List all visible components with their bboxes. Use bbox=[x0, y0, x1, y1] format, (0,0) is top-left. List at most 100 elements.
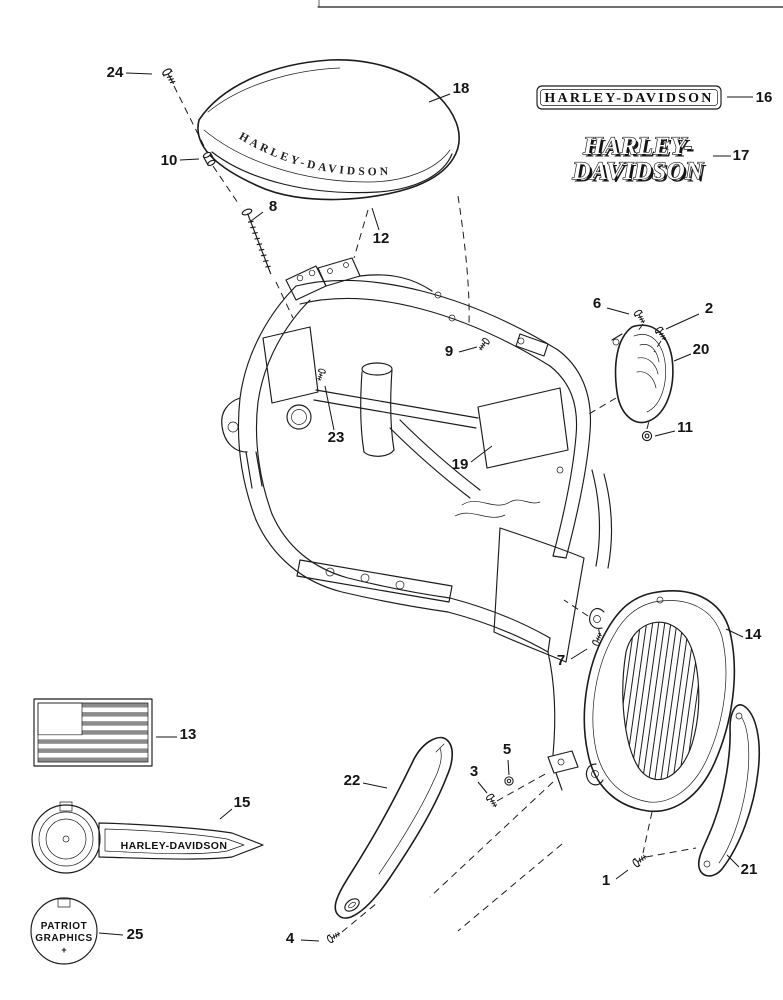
callout-number: 9 bbox=[445, 343, 453, 360]
decal-patriot-graphics: PATRIOT GRAPHICS + bbox=[30, 897, 98, 965]
decal-key-logo: HARLEY-DAVIDSON bbox=[31, 801, 264, 874]
callout-13: 13 bbox=[156, 726, 196, 743]
callout-number: 13 bbox=[180, 726, 197, 743]
leader-line bbox=[673, 353, 692, 362]
callout-number: 20 bbox=[693, 341, 710, 358]
callout-17: 17 bbox=[713, 147, 749, 164]
callout-4: 4 bbox=[286, 930, 320, 947]
callouts: 24 10 8 18 12 16 17 9 bbox=[98, 64, 772, 947]
callout-23: 23 bbox=[324, 385, 345, 446]
leader-line bbox=[98, 932, 124, 936]
callout-number: 15 bbox=[234, 794, 251, 811]
page-border bbox=[317, 0, 783, 8]
leader-line bbox=[362, 782, 388, 789]
callout-number: 16 bbox=[756, 89, 773, 106]
callout-number: 14 bbox=[745, 626, 762, 643]
part-front-bracket bbox=[334, 736, 454, 919]
part-side-cover-large bbox=[583, 590, 736, 813]
callout-number: 17 bbox=[733, 147, 750, 164]
screw-icon-3 bbox=[485, 792, 500, 810]
callout-2: 2 bbox=[665, 300, 713, 330]
key-decal-text: HARLEY-DAVIDSON bbox=[121, 840, 228, 852]
callout-number: 3 bbox=[470, 763, 478, 780]
callout-number: 5 bbox=[503, 741, 511, 758]
assembly-dash-lines bbox=[173, 85, 697, 933]
leader-line bbox=[219, 808, 233, 820]
decal-stacked-logo: HARLEY- HARLEY- DAVIDSON DAVIDSON bbox=[571, 132, 707, 188]
callout-number: 6 bbox=[593, 295, 601, 312]
leader-line bbox=[125, 72, 153, 75]
badge-text: HARLEY-DAVIDSON bbox=[544, 91, 713, 106]
callout-3: 3 bbox=[470, 763, 488, 794]
leader-line bbox=[654, 430, 676, 437]
leader-line bbox=[570, 648, 588, 660]
part-side-cover-small bbox=[611, 324, 674, 424]
leader-line bbox=[615, 869, 629, 880]
callout-number: 1 bbox=[602, 872, 610, 889]
callout-number: 25 bbox=[127, 926, 144, 943]
patriot-line2: GRAPHICS bbox=[35, 933, 93, 944]
callout-number: 24 bbox=[107, 64, 124, 81]
callout-number: 22 bbox=[344, 772, 361, 789]
callout-25: 25 bbox=[98, 926, 144, 943]
callout-9: 9 bbox=[445, 343, 478, 360]
part-tank-console: HARLEY-DAVIDSON bbox=[197, 59, 460, 201]
leader-line bbox=[458, 346, 478, 353]
callout-8: 8 bbox=[250, 198, 277, 222]
callout-6: 6 bbox=[593, 295, 630, 315]
screw-icon-4 bbox=[325, 929, 343, 944]
leader-line bbox=[470, 445, 493, 463]
leader-line bbox=[726, 854, 740, 868]
bolt-icon-9 bbox=[476, 336, 491, 353]
decal-nameplate-badge: HARLEY-DAVIDSON bbox=[536, 85, 722, 110]
callout-number: 7 bbox=[557, 652, 565, 669]
callout-number: 4 bbox=[286, 930, 295, 947]
callout-16: 16 bbox=[727, 89, 772, 106]
screw-icon-1 bbox=[631, 852, 649, 869]
callout-number: 18 bbox=[453, 80, 470, 97]
leader-line bbox=[665, 313, 700, 330]
leader-line bbox=[250, 211, 264, 222]
tank-lettering: HARLEY-DAVIDSON bbox=[237, 130, 392, 178]
leader-line bbox=[428, 93, 451, 103]
callout-14: 14 bbox=[725, 626, 762, 643]
leader-line bbox=[179, 158, 200, 161]
callout-21: 21 bbox=[726, 854, 757, 878]
part-trim-strip bbox=[697, 704, 761, 877]
callout-7: 7 bbox=[557, 648, 588, 669]
callout-number: 12 bbox=[373, 230, 390, 247]
callout-19: 19 bbox=[452, 445, 493, 473]
leader-line bbox=[300, 939, 320, 942]
callout-22: 22 bbox=[344, 772, 388, 789]
callout-24: 24 bbox=[107, 64, 153, 81]
patriot-line1: PATRIOT bbox=[41, 921, 88, 932]
callout-number: 8 bbox=[269, 198, 277, 215]
callout-20: 20 bbox=[673, 341, 710, 362]
leader-line bbox=[371, 207, 380, 231]
leader-line bbox=[725, 628, 744, 638]
callout-18: 18 bbox=[428, 80, 470, 103]
screw-icon-24 bbox=[161, 67, 178, 87]
leader-line bbox=[507, 759, 510, 776]
stud-icon-23 bbox=[315, 367, 327, 382]
screw-icon-6 bbox=[633, 308, 648, 326]
callout-number: 2 bbox=[705, 300, 713, 317]
part-frame bbox=[221, 257, 613, 791]
leader-line bbox=[477, 781, 488, 794]
patriot-plus: + bbox=[61, 945, 66, 955]
leader-line bbox=[324, 385, 335, 431]
logo-line2: DAVIDSON bbox=[571, 158, 704, 185]
logo-line2-shadow: DAVIDSON bbox=[574, 161, 707, 188]
callout-15: 15 bbox=[219, 794, 251, 820]
leader-line bbox=[606, 307, 630, 315]
spacer-icon-10 bbox=[202, 151, 216, 167]
long-screw-icon-8 bbox=[241, 208, 272, 275]
callout-11: 11 bbox=[654, 419, 693, 437]
callout-number: 19 bbox=[452, 456, 469, 473]
callout-number: 10 bbox=[161, 152, 178, 169]
washer-icon-5 bbox=[504, 776, 514, 786]
callout-number: 23 bbox=[328, 429, 345, 446]
callout-10: 10 bbox=[161, 152, 200, 169]
callout-1: 1 bbox=[602, 869, 629, 889]
